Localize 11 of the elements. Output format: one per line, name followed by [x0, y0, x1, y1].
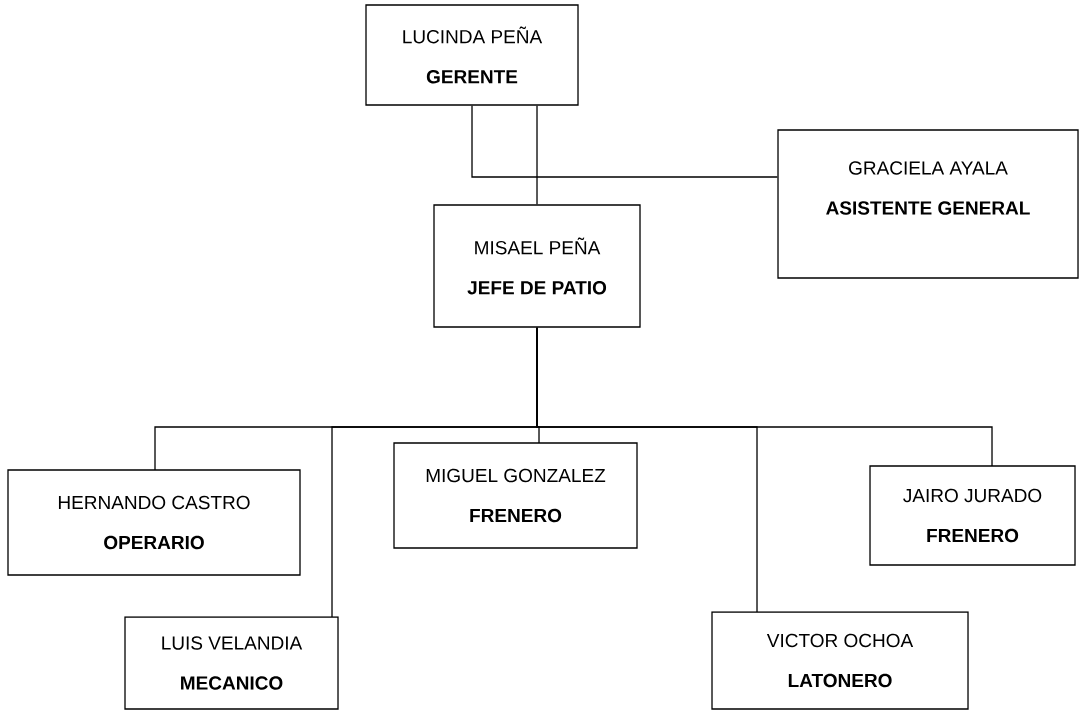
connector-line — [536, 105, 538, 205]
org-box: HERNANDO CASTRO OPERARIO — [7, 469, 301, 576]
connector-line — [536, 327, 993, 467]
org-box: GRACIELA AYALA ASISTENTE GENERAL — [777, 129, 1079, 279]
org-box: MIGUEL GONZALEZ FRENERO — [393, 442, 638, 549]
org-box: LUIS VELANDIA MECANICO — [124, 616, 339, 710]
org-box: LUCINDA PEÑA GERENTE — [365, 4, 579, 106]
org-box: JAIRO JURADO FRENERO — [869, 465, 1076, 566]
org-box: VICTOR OCHOA LATONERO — [711, 611, 969, 710]
org-box: MISAEL PEÑA JEFE DE PATIO — [433, 204, 641, 328]
connector-line — [471, 105, 778, 178]
